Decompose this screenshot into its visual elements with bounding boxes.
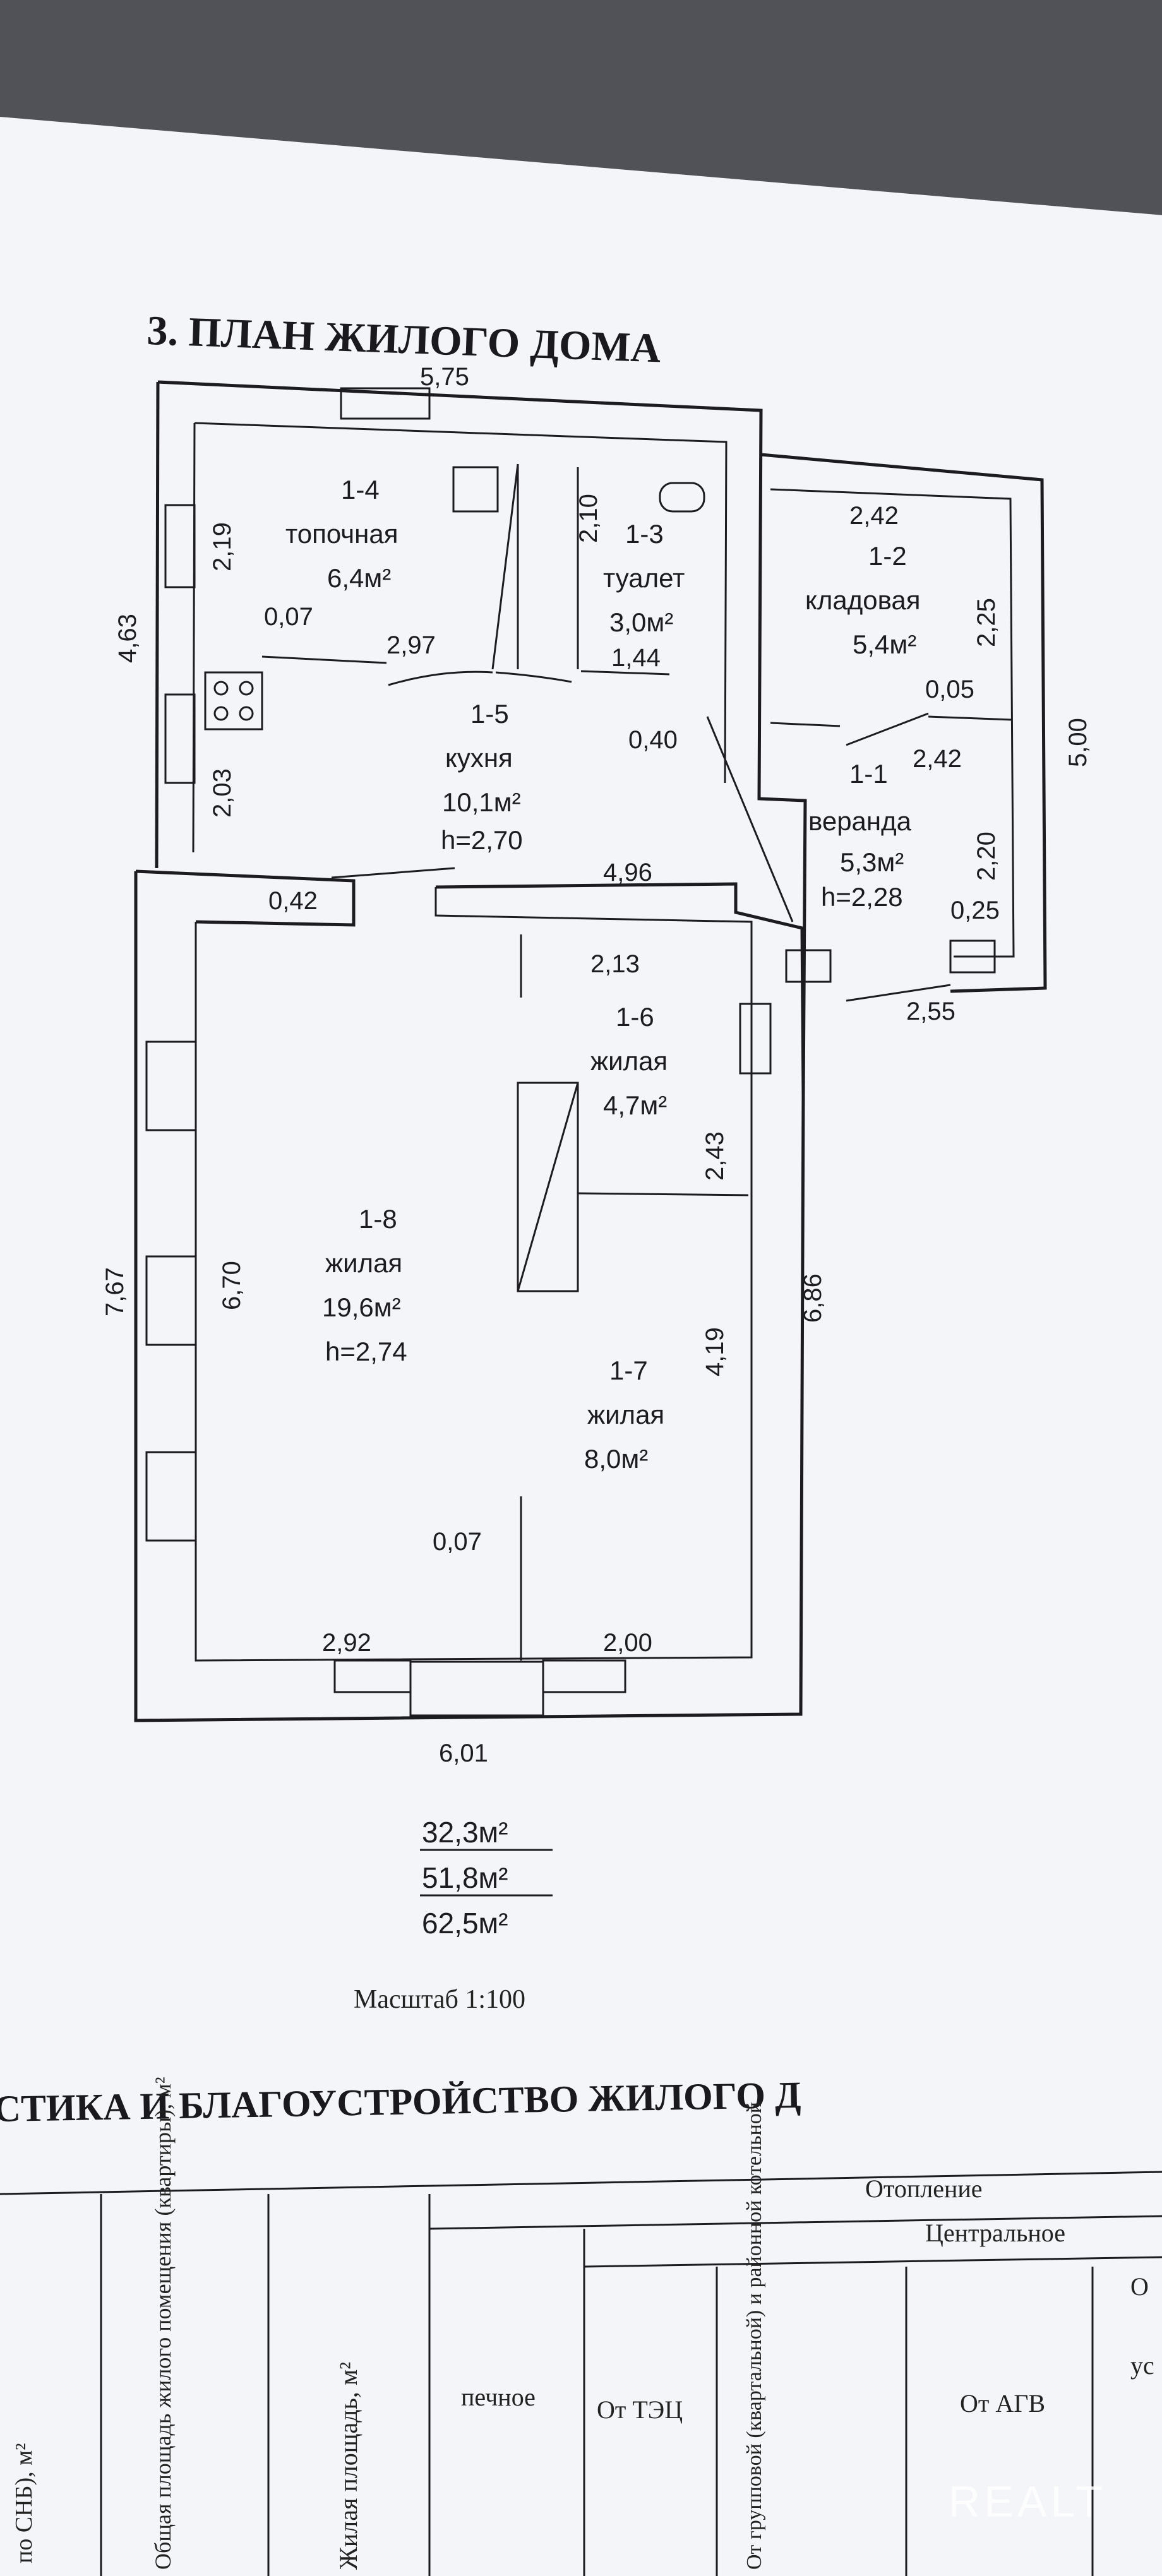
window-left-5 [145,1451,197,1542]
room-labels: 1-4 топочная 6,4м² 1-3 туалет 3,0м² 1-2 … [285,475,921,1474]
room-area-1-5: 10,1м² [442,787,521,817]
dimension-labels: 5,75 2,19 2,10 2,42 4,63 2,25 0,07 2,97 … [101,363,1092,1767]
characteristics-table: Отопление Центральное печное От ТЭЦ От А… [0,2077,1162,2576]
room-area-1-2: 5,4м² [853,629,916,659]
dim-0-07-b: 0,07 [433,1528,482,1556]
dim-2-25: 2,25 [973,598,1000,647]
dim-2-97: 2,97 [386,631,436,659]
room-id-1-3: 1-3 [625,519,664,549]
total-living-area: 32,3м² [422,1816,508,1849]
dim-0-05: 0,05 [925,676,974,703]
room-id-1-1: 1-1 [849,759,888,789]
table-partial-right-mid: ус [1130,2351,1154,2380]
room-id-1-2: 1-2 [868,541,907,571]
dim-4-96: 4,96 [603,859,652,886]
room-id-1-4: 1-4 [341,475,380,504]
table-from-tec: От ТЭЦ [597,2395,683,2424]
room-area-1-8: 19,6м² [322,1292,401,1322]
table-col-left-partial: по СНБ), м² [11,2443,37,2563]
interior-walls [204,463,794,1661]
dim-2-43: 2,43 [701,1131,729,1181]
dim-6-70: 6,70 [218,1261,246,1310]
dim-0-07-a: 0,07 [264,603,313,631]
dim-2-00: 2,00 [603,1629,652,1657]
dim-2-13: 2,13 [590,950,640,978]
table-heating: Отопление [865,2174,983,2203]
dim-0-40: 0,40 [628,726,678,754]
room-name-1-2: кладовая [805,585,921,615]
dim-6-86: 6,86 [799,1273,827,1323]
table-partial-right-top: О [1130,2272,1149,2301]
table-col-total-area: Общая площадь жилого помещения (квартиры… [150,2077,176,2570]
dim-2-92: 2,92 [322,1629,371,1657]
room-name-1-4: топочная [285,519,398,549]
dim-bottom-width: 6,01 [439,1739,488,1767]
room-id-1-6: 1-6 [616,1002,654,1032]
room-name-1-8: жилая [325,1248,402,1278]
window-left-3 [145,1041,197,1131]
section-heading: СТИКА И БЛАГОУСТРОЙСТВО ЖИЛОГО Д [0,2074,801,2130]
dim-2-42-top: 2,42 [849,502,899,530]
room-name-1-5: кухня [445,743,513,773]
room-id-1-8: 1-8 [359,1204,397,1234]
dim-5-00: 5,00 [1064,718,1092,767]
room-name-1-3: туалет [603,563,685,593]
room-id-1-5: 1-5 [470,699,509,729]
dim-1-44: 1,44 [611,644,661,672]
dim-2-19: 2,19 [208,522,236,571]
dim-4-19: 4,19 [701,1327,729,1376]
room-height-1-8: h=2,74 [325,1337,407,1366]
dim-2-10: 2,10 [575,494,602,543]
dim-2-55: 2,55 [906,998,955,1025]
annex-walls [760,453,1047,1002]
plan-title: 3. ПЛАН ЖИЛОГО ДОМА [146,307,661,371]
window-left-1 [164,504,196,588]
dim-top-width: 5,75 [420,363,469,391]
window-left-2 [164,693,196,784]
room-area-1-3: 3,0м² [609,607,673,637]
room-id-1-7: 1-7 [609,1356,648,1385]
window-bottom-2 [542,1659,626,1693]
scale-note: Масштаб 1:100 [354,1985,525,2014]
dim-2-20: 2,20 [973,832,1000,881]
room-height-1-1: h=2,28 [821,882,903,912]
outer-walls [134,380,807,1722]
table-from-group: От групповой (квартальной) и районной ко… [743,2102,766,2570]
room-area-1-7: 8,0м² [584,1444,648,1474]
window-right [739,1003,772,1075]
toilet-icon [659,482,705,513]
room-name-1-7: жилая [587,1400,664,1429]
room-name-1-1: веранда [808,806,912,836]
total-general-area: 51,8м² [422,1861,508,1894]
room-area-1-1: 5,3м² [840,847,904,877]
room-height-1-5: h=2,70 [441,825,523,855]
dim-0-25: 0,25 [950,897,1000,924]
window-left-4 [145,1255,197,1346]
room-area-1-4: 6,4м² [327,563,391,593]
dim-4-63: 4,63 [114,614,141,663]
dim-0-42: 0,42 [268,887,318,915]
table-stove: печное [461,2383,536,2411]
table-from-agv: От АГВ [960,2389,1045,2418]
table-central: Центральное [925,2219,1065,2247]
dim-2-42-mid: 2,42 [913,745,962,773]
boiler-icon [452,466,499,513]
watermark-logo: REALT [948,2477,1106,2526]
total-full-area: 62,5м² [422,1907,508,1940]
dim-7-67: 7,67 [101,1267,129,1316]
area-totals: 32,3м² 51,8м² 62,5м² [420,1816,553,1940]
door-bottom [409,1661,544,1717]
window-bottom-1 [333,1659,412,1693]
room-area-1-6: 4,7м² [603,1090,667,1120]
window-top [340,387,431,420]
stove-icon [204,671,263,730]
room-name-1-6: жилая [590,1046,668,1076]
table-col-living-area: Жилая площадь, м² [334,2362,362,2570]
dim-2-03: 2,03 [208,768,236,818]
